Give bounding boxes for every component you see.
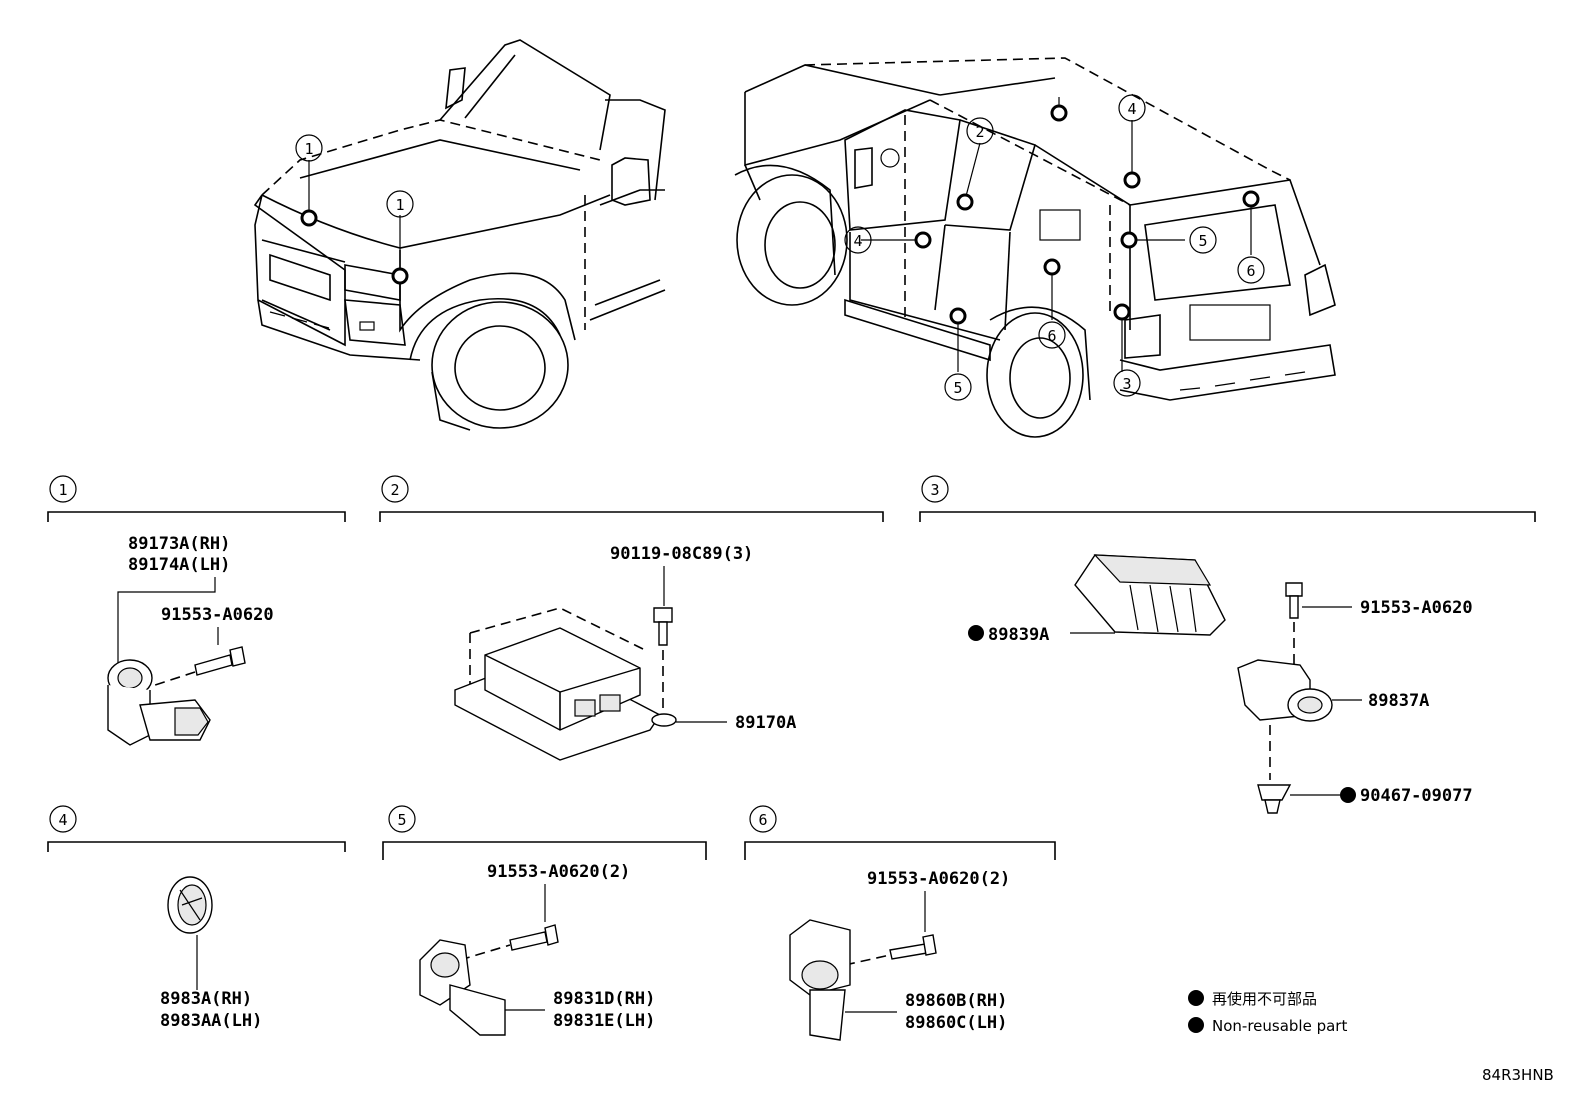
airbag-control-module-icon <box>454 627 677 761</box>
part-number: 8983A(RH) <box>160 989 252 1009</box>
legend-english: Non-reusable part <box>1212 1017 1347 1035</box>
non-reusable-marker-icon <box>1188 990 1204 1006</box>
door-pressure-sensor-icon <box>167 876 213 934</box>
svg-text:6: 6 <box>1246 262 1255 280</box>
svg-text:6: 6 <box>1047 327 1056 345</box>
part-number: 90119-08C89(3) <box>610 544 753 564</box>
part-number: 89837A <box>1368 691 1429 711</box>
rear-vehicle-illustration <box>734 57 1336 438</box>
section-number: 6 <box>758 811 767 829</box>
callout-1-b: 1 <box>386 190 414 218</box>
callout-3: 3 <box>1113 369 1141 397</box>
bolt-icon <box>194 646 246 676</box>
callout-5-a: 5 <box>1189 226 1217 254</box>
section-6: 6 91553-A0620(2) 89860B(RH) 89860C(LH) <box>744 805 1056 1041</box>
callout-4-b: 4 <box>844 226 872 254</box>
sensor-cover-icon <box>1074 554 1226 636</box>
svg-text:3: 3 <box>1122 375 1131 393</box>
diagram-code: 84R3HNB <box>1482 1066 1554 1084</box>
svg-text:5: 5 <box>1198 232 1207 250</box>
callout-4-a: 4 <box>1118 94 1146 122</box>
callout-6-a: 6 <box>1237 256 1265 284</box>
callout-2: 2 <box>966 117 994 145</box>
section-number: 5 <box>397 811 406 829</box>
callout-6-b: 6 <box>1038 321 1066 349</box>
part-number: 89860C(LH) <box>905 1013 1007 1033</box>
clip-nut-icon <box>1257 784 1292 814</box>
svg-text:5: 5 <box>953 379 962 397</box>
rear-impact-sensor-icon <box>789 919 851 1041</box>
part-number: 89831E(LH) <box>553 1011 655 1031</box>
non-reusable-marker-icon <box>1188 1017 1204 1033</box>
part-number: 89831D(RH) <box>553 989 655 1009</box>
section-number: 3 <box>930 481 939 499</box>
part-number: 91553-A0620(2) <box>487 862 630 882</box>
part-number: 89839A <box>988 625 1049 645</box>
svg-text:1: 1 <box>304 140 313 158</box>
section-number: 2 <box>390 481 399 499</box>
section-4: 4 8983A(RH) 8983AA(LH) <box>47 805 346 1031</box>
part-number: 8983AA(LH) <box>160 1011 262 1031</box>
legend: 再使用不可部品 Non-reusable part <box>1188 990 1347 1035</box>
side-impact-sensor-icon <box>1237 659 1333 722</box>
section-2: 2 90119-08C89(3) 89170A <box>379 475 884 761</box>
vehicle-callouts: 1 1 2 4 4 5 6 6 5 3 <box>295 94 1265 401</box>
part-number: 91553-A0620 <box>161 605 274 625</box>
section-5: 5 91553-A0620(2) 89831D(RH) 89831E(LH) <box>382 805 707 1036</box>
part-number: 89860B(RH) <box>905 991 1007 1011</box>
section-1: 1 89173A(RH) 89174A(LH) 91553-A0620 <box>47 475 346 746</box>
part-number: 91553-A0620 <box>1360 598 1473 618</box>
front-vehicle-illustration <box>253 39 666 431</box>
svg-text:1: 1 <box>395 196 404 214</box>
part-number: 89170A <box>735 713 796 733</box>
callout-5-b: 5 <box>944 373 972 401</box>
part-number: 91553-A0620(2) <box>867 869 1010 889</box>
section-3: 3 89839A 91553-A0620 89837A <box>919 475 1536 814</box>
part-number: 89174A(LH) <box>128 555 230 575</box>
bolt-icon <box>509 924 559 951</box>
non-reusable-marker-icon <box>1340 787 1356 803</box>
svg-text:4: 4 <box>853 232 862 250</box>
bolt-icon <box>653 607 673 646</box>
section-number: 4 <box>58 811 67 829</box>
non-reusable-marker-icon <box>968 625 984 641</box>
svg-text:2: 2 <box>975 123 984 141</box>
part-number: 90467-09077 <box>1360 786 1473 806</box>
section-number: 1 <box>58 481 67 499</box>
bolt-icon <box>889 934 937 960</box>
side-impact-sensor-icon <box>419 939 506 1036</box>
part-number: 89173A(RH) <box>128 534 230 554</box>
legend-japanese: 再使用不可部品 <box>1212 990 1317 1008</box>
svg-text:4: 4 <box>1127 100 1136 118</box>
callout-1-a: 1 <box>295 134 323 162</box>
front-impact-sensor-icon <box>107 659 211 746</box>
bolt-icon <box>1285 582 1303 619</box>
